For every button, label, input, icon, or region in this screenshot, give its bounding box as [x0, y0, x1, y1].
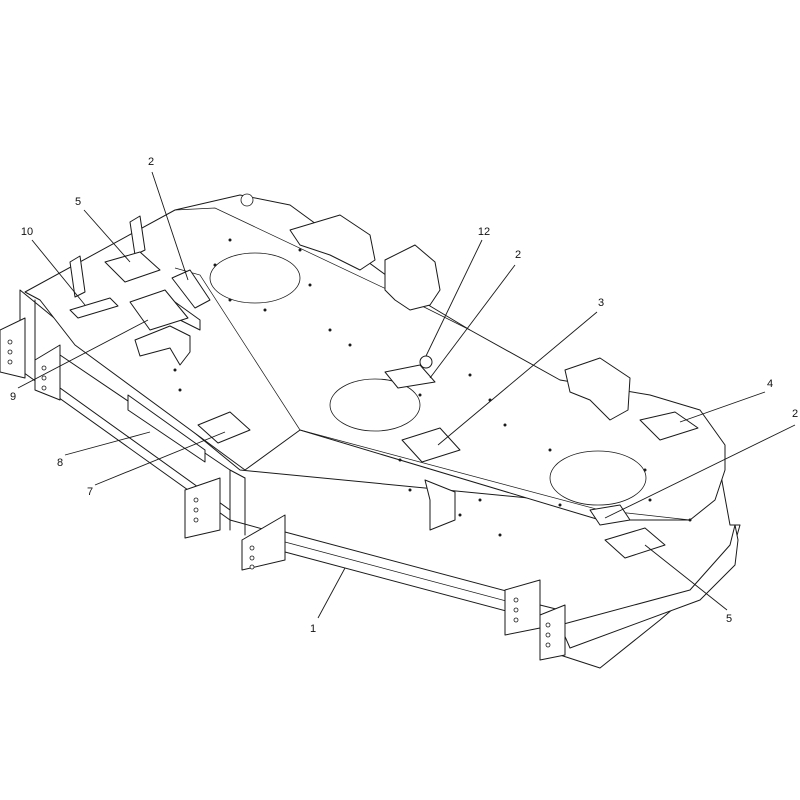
height-adjust-rails — [0, 317, 566, 661]
decal-item-2-center — [384, 364, 436, 389]
decal-item-3 — [401, 427, 461, 463]
callout-1: 1 — [310, 623, 316, 635]
callout-2-top: 2 — [148, 156, 154, 168]
callout-5-right: 5 — [726, 613, 732, 625]
right-blade-opening — [549, 450, 647, 506]
callout-10: 10 — [21, 226, 33, 238]
decal-item-10 — [69, 297, 119, 319]
leader-lines — [17, 171, 796, 619]
center-blade-opening — [329, 378, 421, 432]
decal-item-8 — [127, 394, 206, 463]
decal-item-5-left — [104, 251, 161, 283]
callout-7: 7 — [87, 486, 93, 498]
decal-item-5-right — [604, 527, 666, 559]
callout-8: 8 — [57, 457, 63, 469]
callout-12: 12 — [478, 226, 490, 238]
decal-item-2-left — [171, 269, 211, 309]
decal-item-7 — [197, 411, 251, 444]
blade-openings — [209, 193, 647, 506]
callout-labels: 1 2 2 2 3 4 5 5 7 8 9 10 12 — [10, 156, 798, 635]
callout-9: 9 — [10, 391, 16, 403]
decal-item-2-right — [589, 504, 631, 526]
callout-5-left: 5 — [75, 196, 81, 208]
callout-3: 3 — [598, 297, 604, 309]
decal-item-4 — [639, 411, 699, 441]
callout-4: 4 — [767, 378, 773, 390]
decal-item-9 — [129, 289, 189, 331]
callout-2-right: 2 — [792, 408, 798, 420]
decal-item-12 — [419, 355, 433, 369]
callout-2-center: 2 — [515, 249, 521, 261]
left-blade-opening — [209, 252, 301, 304]
spindle-cap — [240, 193, 254, 207]
right-bumper-rail — [559, 524, 739, 649]
decals — [69, 251, 699, 559]
